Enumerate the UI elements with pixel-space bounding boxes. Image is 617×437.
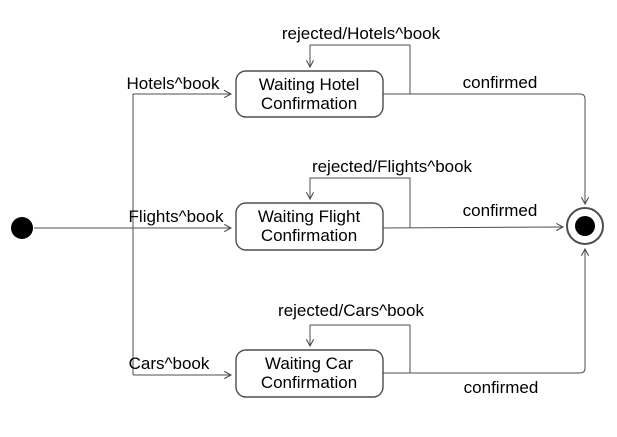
edge-label-confirmed-car: confirmed (464, 378, 539, 397)
edge-label-rejected-cars: rejected/Cars^book (278, 301, 424, 320)
final-state-dot (575, 216, 595, 236)
edge-label-hotels-book: Hotels^book (126, 74, 220, 93)
state-waiting-hotel-confirmation (235, 70, 384, 118)
transition-confirmed-car (383, 247, 590, 374)
transition-rejected-flights (305, 177, 411, 228)
transition-confirmed-flight (382, 222, 565, 232)
state-label-flight-line2: Confirmation (261, 226, 357, 245)
initial-state (11, 217, 33, 239)
edge-label-rejected-flights: rejected/Flights^book (312, 157, 473, 176)
edge-label-confirmed-hotel: confirmed (463, 73, 538, 92)
edge-label-cars-book: Cars^book (129, 354, 210, 373)
state-waiting-flight-confirmation (235, 202, 384, 251)
state-label-car-line1: Waiting Car (265, 354, 354, 373)
transition-rejected-hotels (305, 44, 411, 94)
state-label-car-line2: Confirmation (261, 373, 357, 392)
edge-label-rejected-hotels: rejected/Hotels^book (282, 24, 441, 43)
state-label-flight-line1: Waiting Flight (258, 207, 361, 226)
edge-label-confirmed-flight: confirmed (463, 201, 538, 220)
transition-rejected-cars (305, 324, 411, 373)
final-state (566, 207, 604, 245)
state-label-hotel-line2: Confirmation (261, 94, 357, 113)
state-waiting-car-confirmation (235, 349, 384, 398)
transition-confirmed-hotel (383, 93, 590, 206)
state-label-hotel-line1: Waiting Hotel (259, 75, 359, 94)
edge-label-flights-book: Flights^book (129, 207, 224, 226)
